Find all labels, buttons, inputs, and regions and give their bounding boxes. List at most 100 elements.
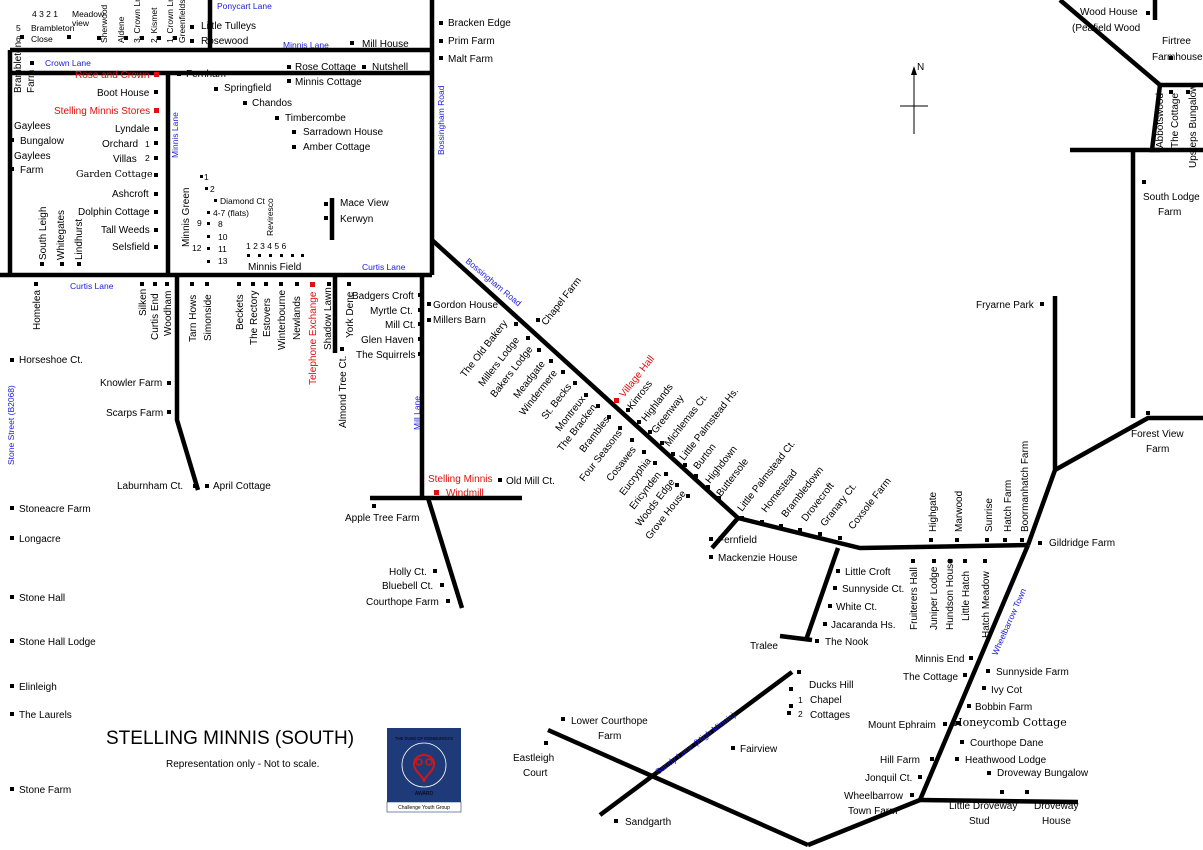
place-label: Eastleigh bbox=[513, 753, 554, 764]
place-label: Ducks Hill bbox=[809, 680, 853, 691]
place-label: Whitegates bbox=[56, 210, 67, 260]
place-label: 1. Crown Ln bbox=[165, 0, 175, 43]
place-label: 11 bbox=[218, 244, 227, 254]
place-label: Ivy Cot bbox=[991, 685, 1022, 696]
place-label: Badgers Croft bbox=[352, 291, 414, 302]
place-label: Millers Barn bbox=[433, 315, 486, 326]
place-label: Mount Ephraim bbox=[868, 720, 936, 731]
place-label: Gaylees bbox=[14, 121, 51, 132]
place-label: Scarps Farm bbox=[106, 408, 163, 419]
place-label: Shadow Lawn bbox=[323, 287, 334, 350]
place-label: Abbotswood bbox=[1155, 93, 1166, 148]
place-label: Jacaranda Hs. bbox=[831, 620, 895, 631]
place-label: Chapel bbox=[810, 695, 842, 706]
place-label: Villas bbox=[113, 154, 137, 165]
place-label: Little Hatch bbox=[961, 571, 972, 621]
place-label: Stone Hall bbox=[19, 593, 65, 604]
dofe-badge: THE DUKE OF EDINBURGH'S AWARD Challenge … bbox=[386, 728, 462, 813]
place-label: Mackenzie House bbox=[718, 553, 798, 564]
award-emblem-icon bbox=[401, 742, 447, 788]
place-label: Farmhouse bbox=[1152, 52, 1203, 63]
road-label: Bossingham Road bbox=[436, 85, 446, 155]
place-label: Gaylees bbox=[14, 151, 51, 162]
place-label: 10 bbox=[218, 232, 228, 242]
place-label: Farm bbox=[598, 731, 621, 742]
place-label: Chapel Farm bbox=[540, 276, 584, 328]
place-label: Minnis Cottage bbox=[295, 77, 362, 88]
place-label: Bracken Edge bbox=[448, 18, 511, 29]
place-label: Mill Ct. bbox=[385, 320, 416, 331]
north-label: N bbox=[917, 62, 924, 73]
place-labels: 4 3 2 1 5 6 Brambleton Close Meadow- vie… bbox=[13, 0, 1203, 828]
place-label: Meadow- bbox=[72, 9, 107, 19]
place-label: 6 bbox=[16, 34, 21, 44]
place-label: Bungalow bbox=[20, 136, 65, 147]
place-label: Reviresco bbox=[265, 198, 275, 236]
place-label: Garden Cottage bbox=[76, 169, 153, 180]
place-label: Old Mill Ct. bbox=[506, 476, 555, 487]
place-label: Myrtle Ct. bbox=[370, 306, 413, 317]
place-label: 1 bbox=[798, 695, 803, 705]
road-label: Stone Street (B2068) bbox=[6, 385, 16, 465]
place-label: Estovers bbox=[262, 298, 273, 337]
place-label: 2 bbox=[798, 709, 803, 719]
place-label: Jonquil Ct. bbox=[865, 773, 912, 784]
place-label: 2 bbox=[210, 184, 215, 194]
place-label: Rosewood bbox=[201, 36, 248, 47]
place-label: Cottages bbox=[810, 710, 850, 721]
place-label: 4-7 (flats) bbox=[213, 208, 249, 218]
place-label: Stoneacre Farm bbox=[19, 504, 91, 515]
place-label: Horseshoe Ct. bbox=[19, 355, 83, 366]
place-label: Courthope Dane bbox=[970, 738, 1044, 749]
place-label: 12 bbox=[192, 243, 202, 253]
place-label: 4 3 2 1 bbox=[32, 9, 58, 19]
place-label: Woodham bbox=[163, 291, 174, 336]
place-label: The Laurels bbox=[19, 710, 72, 721]
place-label: (Peafield Wood bbox=[1072, 23, 1140, 34]
map-title: STELLING MINNIS (SOUTH) bbox=[106, 728, 354, 749]
place-label: Droveway Bungalow bbox=[997, 768, 1089, 779]
road-label: Curtis Lane bbox=[70, 281, 114, 291]
place-label: Rose and Crown bbox=[75, 70, 149, 81]
place-label: Newlands bbox=[292, 296, 303, 340]
place-label: The Cottage bbox=[1170, 93, 1181, 148]
place-label: Fryarne Park bbox=[976, 300, 1035, 311]
place-label: Curtis End bbox=[150, 293, 161, 340]
place-label: Highgate bbox=[928, 492, 939, 532]
place-label: Boot House bbox=[97, 88, 150, 99]
place-label: Elinleigh bbox=[19, 682, 57, 693]
place-label: Fernfield bbox=[718, 535, 757, 546]
place-label: Minnis Field bbox=[248, 262, 301, 273]
place-label: White Ct. bbox=[836, 602, 877, 613]
place-label: Farm bbox=[1146, 444, 1169, 455]
badge-text: THE DUKE OF EDINBURGH'S bbox=[395, 736, 453, 741]
place-label: Malt Farm bbox=[448, 54, 493, 65]
place-label: Apple Tree Farm bbox=[345, 513, 419, 524]
road-label: Minnis Lane bbox=[283, 40, 329, 50]
place-label: Close bbox=[31, 34, 53, 44]
badge-award: AWARD bbox=[415, 791, 434, 797]
place-label: Brambleton bbox=[31, 23, 75, 33]
place-label: 1 bbox=[204, 172, 209, 182]
place-label: Telephone Exchange bbox=[308, 291, 319, 385]
place-label: Lyndale bbox=[115, 124, 150, 135]
place-label: Homelea bbox=[32, 290, 43, 330]
place-label: Mace View bbox=[340, 198, 390, 209]
place-label: Glen Haven bbox=[361, 335, 414, 346]
place-label: Firtree bbox=[1162, 36, 1191, 47]
place-label: Minnis Green bbox=[181, 188, 192, 247]
place-label: Hill Farm bbox=[880, 755, 920, 766]
place-label: Honeycomb Cottage bbox=[953, 716, 1067, 729]
place-label: Silken bbox=[138, 289, 149, 316]
place-label: 13 bbox=[218, 256, 228, 266]
place-label: Sunrise bbox=[984, 498, 995, 532]
place-label: Beckets bbox=[235, 294, 246, 330]
place-label: Mill House bbox=[362, 39, 409, 50]
place-label: April Cottage bbox=[213, 481, 271, 492]
place-label: Farm bbox=[20, 165, 43, 176]
place-label: Wood House bbox=[1080, 7, 1138, 18]
place-label: 2 bbox=[145, 153, 150, 163]
place-label: Little Tulleys bbox=[201, 21, 256, 32]
place-label: 3. Crown Ln bbox=[132, 0, 142, 43]
place-label: 9 bbox=[197, 218, 202, 228]
